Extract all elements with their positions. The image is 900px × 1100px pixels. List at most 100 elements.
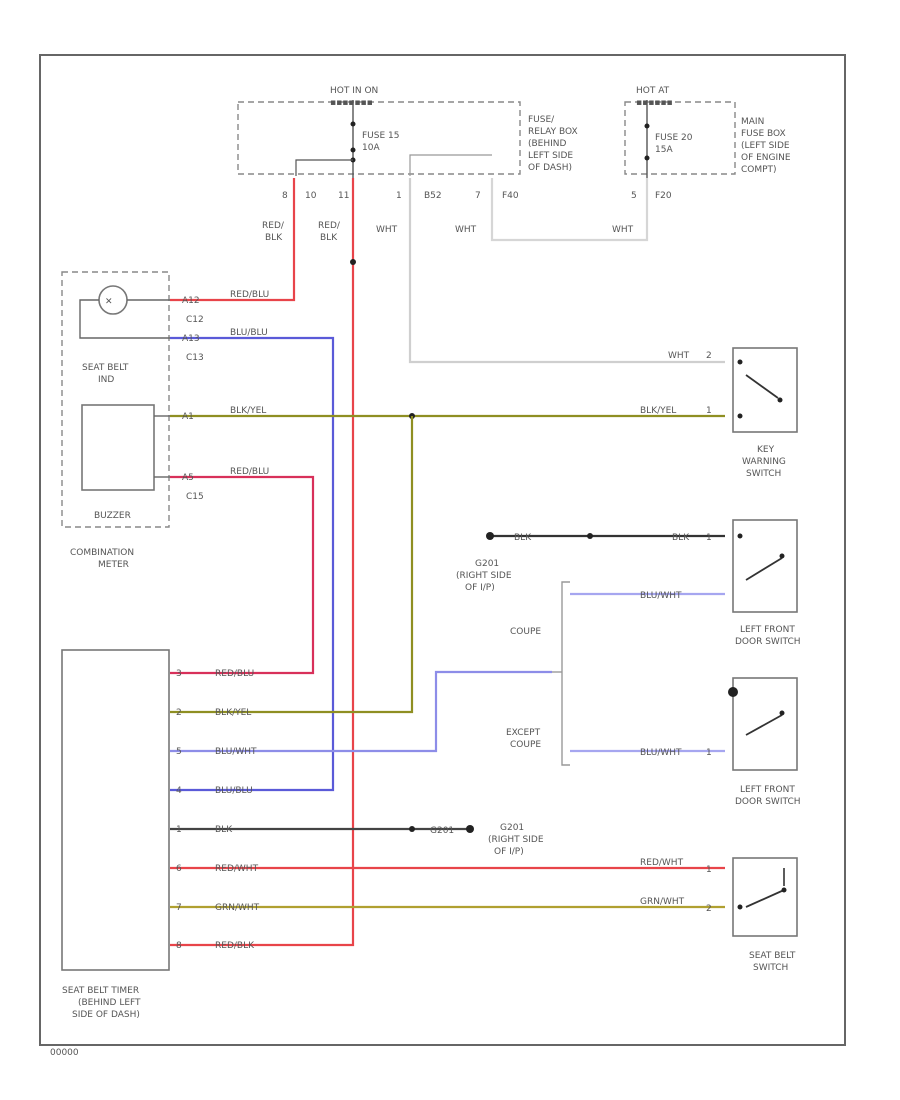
pin-10: 10 [305, 191, 317, 201]
pin-t3: 2 [176, 708, 182, 718]
door-switch-2-line2: DOOR SWITCH [735, 797, 801, 807]
label-blk-yel-timer: BLK/YEL [215, 708, 251, 718]
label-red-blk-1a: RED/ [262, 221, 285, 231]
wire-red-blk-timer [170, 178, 355, 947]
pin-t6: 1 [176, 825, 182, 835]
g201-top-line3: OF I/P) [465, 583, 495, 593]
pin-c12: C12 [186, 315, 204, 325]
main-fuse-box-line4: OF ENGINE [741, 153, 791, 163]
label-red-blk-1b: BLK [265, 233, 283, 243]
seat-belt-ind-lamp [98, 285, 128, 315]
pin-a13: A13 [182, 334, 200, 344]
hot-in-on-sub-label: ▪▪▪▪▪▪▪ [330, 98, 373, 108]
hot-at-label: HOT AT [636, 86, 670, 96]
pin-f20: F20 [655, 191, 672, 201]
main-fuse-box: HOT AT ▪▪▪▪▪▪ FUSE 20 15A MAIN FUSE BOX … [624, 86, 791, 201]
left-front-door-switch-2: LEFT FRONT DOOR SWITCH [728, 677, 801, 807]
key-warning-switch: KEY WARNING SWITCH [732, 347, 798, 479]
pin-5: 5 [631, 191, 637, 201]
pin-s1: 1 [706, 533, 712, 543]
label-red-blu-mid: RED/BLU [230, 467, 269, 477]
door-switch-1-line1: LEFT FRONT [740, 625, 795, 635]
pin-c13: C13 [186, 353, 204, 363]
label-red-blu-left: RED/BLU [230, 290, 269, 300]
pin-key-2: 2 [706, 351, 712, 361]
fuse20-rating: 15A [655, 145, 673, 155]
label-blu-blu-left: BLU/BLU [230, 328, 268, 338]
pin-t2: 3 [176, 669, 182, 679]
label-grn-wht-right: GRN/WHT [640, 897, 685, 907]
buzzer-label: BUZZER [94, 511, 131, 521]
pin-s3: 1 [706, 865, 712, 875]
pin-a12: A12 [182, 296, 200, 306]
key-warning-line3: SWITCH [746, 469, 781, 479]
label-blk-yel-mid: BLK/YEL [230, 406, 266, 416]
hot-at-sub-label: ▪▪▪▪▪▪ [636, 98, 673, 108]
wire-white-key [408, 178, 725, 364]
fuse15-name: FUSE 15 [362, 131, 399, 141]
svg-text:1: 1 [706, 406, 712, 416]
pin-s2: 1 [706, 748, 712, 758]
g201-bottom-line3: OF I/P) [494, 847, 524, 857]
main-fuse-box-line3: (LEFT SIDE [741, 141, 790, 151]
key-warning-line1: KEY [757, 445, 775, 455]
g201-tag: G201 [430, 826, 454, 836]
fuse-relay-box-line3: (BEHIND [528, 139, 567, 149]
coupe-brace [561, 581, 570, 766]
wire-blu-blu [170, 336, 335, 792]
pin-t9: 8 [176, 941, 182, 951]
label-red-wht-timer: RED/WHT [215, 864, 259, 874]
hot-in-on-label: HOT IN ON [330, 86, 378, 96]
g201-top-line1: G201 [475, 559, 499, 569]
key-warning-line2: WARNING [742, 457, 786, 467]
pin-c922: B52 [424, 191, 442, 201]
door-switch-2-ground [728, 687, 738, 697]
buzzer-box [81, 404, 155, 491]
left-front-door-switch-1: LEFT FRONT DOOR SWITCH [732, 519, 801, 647]
door-switch-1-line2: DOOR SWITCH [735, 637, 801, 647]
label-blk-top: BLK [514, 533, 532, 543]
pin-t8: 7 [176, 903, 182, 913]
label-wht-2: WHT [455, 225, 477, 235]
seat-belt-switch: SEAT BELT SWITCH [732, 857, 798, 973]
fuse-relay-box-line5: OF DASH) [528, 163, 572, 173]
door-switch-2-line1: LEFT FRONT [740, 785, 795, 795]
combination-meter-line1: COMBINATION [70, 548, 134, 558]
seat-belt-ind-line2: IND [98, 375, 114, 385]
g201-bottom-line2: (RIGHT SIDE [488, 835, 544, 845]
timer-line2: (BEHIND LEFT [78, 998, 141, 1008]
fuse-relay-box-line1: FUSE/ [528, 115, 555, 125]
wire-white-fuse20 [490, 178, 649, 242]
timer-line1: SEAT BELT TIMER [62, 986, 139, 996]
combination-meter-line2: METER [98, 560, 129, 570]
coupe-label: COUPE [510, 627, 541, 637]
g201-ground-bottom [466, 825, 474, 833]
g201-ground-top [486, 532, 494, 540]
wire-red-blu [170, 475, 315, 675]
label-wht-1: WHT [376, 225, 398, 235]
label-wht-4: WHT [668, 351, 690, 361]
pin-c15: C15 [186, 492, 204, 502]
seat-belt-ind-line1: SEAT BELT [82, 363, 129, 373]
pin-7: 7 [475, 191, 481, 201]
seat-belt-timer: SEAT BELT TIMER (BEHIND LEFT SIDE OF DAS… [61, 649, 170, 1020]
diagram-frame [39, 54, 846, 1046]
pin-8: 8 [282, 191, 288, 201]
g201-bottom-line1: G201 [500, 823, 524, 833]
label-red-wht-right: RED/WHT [640, 858, 684, 868]
label-blu-wht-sw1: BLU/WHT [640, 591, 682, 601]
pin-a1: A1 [182, 412, 194, 422]
pin-s4: 2 [706, 904, 712, 914]
fuse20-name: FUSE 20 [655, 133, 693, 143]
label-red-blk-2b: BLK [320, 233, 338, 243]
label-wht-3: WHT [612, 225, 634, 235]
label-blk-yel-right: BLK/YEL [640, 406, 676, 416]
wire-red-blk-indicator [170, 178, 296, 302]
label-blu-wht-timer: BLU/WHT [215, 747, 257, 757]
fuse-relay-box-line2: RELAY BOX [528, 127, 578, 137]
svg-text:✕: ✕ [105, 297, 113, 307]
label-grn-wht-timer: GRN/WHT [215, 903, 260, 913]
label-blu-wht-sw2: BLU/WHT [640, 748, 682, 758]
label-red-blk-2a: RED/ [318, 221, 341, 231]
